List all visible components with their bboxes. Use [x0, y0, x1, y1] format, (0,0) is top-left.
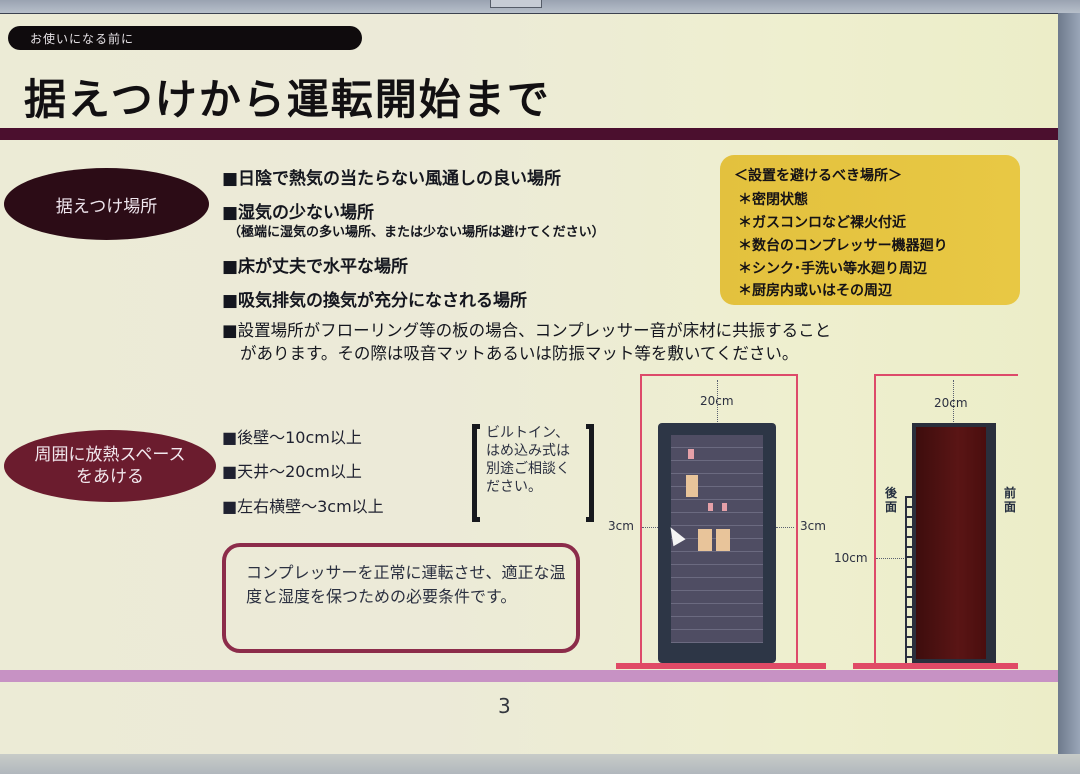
clearance-item: ■天井～20cm以上	[222, 462, 362, 481]
bottle-label	[716, 529, 730, 551]
window-tab[interactable]	[490, 0, 542, 8]
side-back-gap: 10cm	[834, 551, 868, 565]
footer-divider	[0, 670, 1058, 682]
location-item: ■床が丈夫で水平な場所	[222, 257, 409, 277]
section-label: お使いになる前に	[30, 32, 135, 46]
installation-location-label-text: 据えつけ場所	[55, 196, 158, 217]
requirement-note-text: コンプレッサーを正常に運転させ、適正な温度と湿度を保つための必要条件です。	[246, 563, 566, 606]
bottle-cap	[688, 449, 694, 459]
bottle-cap	[708, 503, 713, 511]
humidity-note: （極端に湿気の多い場所、または少ない場所は避けてください）	[228, 225, 605, 240]
clearance-item: ■左右横壁～3cm以上	[222, 497, 384, 516]
left-gap-line	[642, 527, 658, 528]
clearance-label-line1: 周囲に放熱スペース	[34, 445, 186, 465]
page-title: 据えつけから運転開始まで	[24, 75, 551, 124]
clearance-label-line2: をあける	[76, 467, 144, 487]
builtin-note: ビルトイン、はめ込み式は別途ご相談ください。	[470, 424, 596, 522]
window-top-bar	[0, 0, 1080, 14]
title-divider	[0, 128, 1058, 140]
window-bottom-edge	[0, 754, 1080, 774]
front-label: 前面	[1003, 486, 1016, 514]
avoid-item: ＊密閉状態	[738, 192, 808, 208]
avoid-heading: ＜設置を避けるべき場所＞	[734, 168, 902, 184]
builtin-note-text: ビルトイン、はめ込み式は別途ご相談ください。	[486, 425, 570, 495]
section-label-pill: お使いになる前に	[8, 26, 362, 50]
bottle-cap	[722, 503, 727, 511]
location-item: ■湿気の少ない場所	[222, 203, 375, 223]
side-top-gap-line	[953, 380, 954, 422]
page-number: 3	[498, 694, 511, 718]
front-right-gap: 3cm	[800, 519, 826, 533]
top-gap-line	[717, 380, 718, 422]
location-item: ■日陰で熱気の当たらない風通しの良い場所	[222, 169, 562, 189]
side-clearance-frame	[874, 374, 1018, 666]
back-gap-line	[876, 558, 904, 559]
front-floor	[616, 663, 826, 669]
avoid-locations-box: ＜設置を避けるべき場所＞ ＊密閉状態 ＊ガスコンロなど裸火付近 ＊数台のコンプレ…	[720, 155, 1020, 305]
avoid-item: ＊ガスコンロなど裸火付近	[738, 215, 906, 231]
installation-location-label: 据えつけ場所	[4, 168, 209, 240]
clearance-item: ■後壁～10cm以上	[222, 428, 362, 447]
bottle-label	[698, 529, 712, 551]
flooring-note-line1: ■設置場所がフローリング等の板の場合、コンプレッサー音が床材に共振すること	[222, 321, 832, 340]
side-panel	[916, 427, 986, 659]
avoid-item: ＊数台のコンプレッサー機器廻り	[738, 238, 948, 254]
side-floor	[853, 663, 1018, 669]
right-bracket	[586, 424, 594, 522]
requirement-note-box: コンプレッサーを正常に運転させ、適正な温度と湿度を保つための必要条件です。	[222, 543, 580, 653]
left-bracket	[472, 424, 480, 522]
right-gap-line	[776, 527, 794, 528]
front-left-gap: 3cm	[608, 519, 634, 533]
back-label: 後面	[884, 486, 897, 514]
location-item: ■吸気排気の換気が充分になされる場所	[222, 291, 528, 311]
avoid-item: ＊シンク･手洗い等水廻り周辺	[738, 261, 927, 277]
front-clearance-frame	[640, 374, 798, 666]
front-top-gap: 20cm	[700, 394, 734, 408]
flooring-note-line2: があります。その際は吸音マットあるいは防振マット等を敷いてください。	[240, 344, 799, 363]
clearance-label: 周囲に放熱スペース をあける	[4, 430, 216, 502]
avoid-item: ＊厨房内或いはその周辺	[738, 283, 892, 299]
bottle-label	[686, 475, 698, 497]
wine-cellar-front-illustration	[658, 423, 776, 663]
side-top-gap: 20cm	[934, 396, 968, 410]
wine-cellar-side-illustration	[912, 423, 996, 663]
window-right-edge	[1058, 13, 1080, 774]
